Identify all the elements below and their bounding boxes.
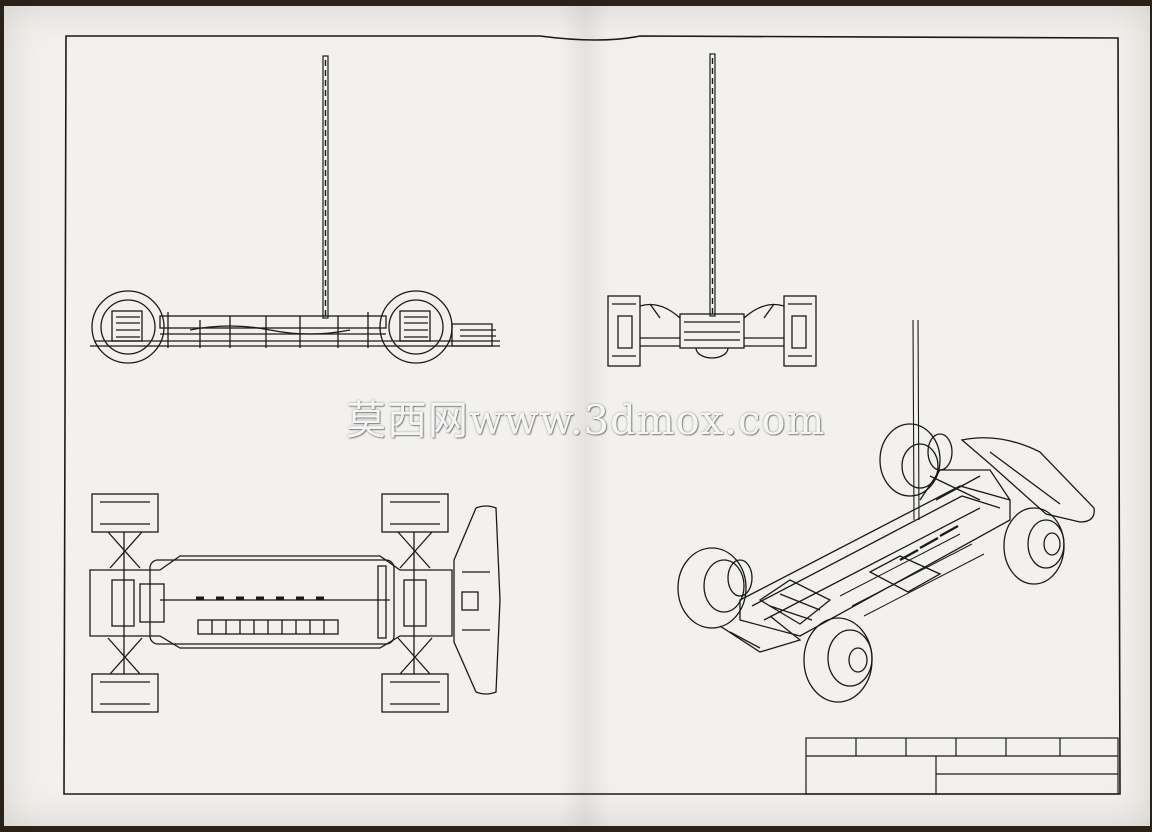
front-left-wheel-top: [381, 493, 449, 533]
rear-left-wheel-iso: [677, 547, 753, 629]
rear-right-wheel-top: [91, 673, 159, 713]
rear-suspension-top: [107, 531, 143, 675]
chassis-top: [89, 555, 453, 649]
antenna: [912, 319, 920, 521]
title-block: [805, 737, 1119, 795]
rear-left-wheel-top: [91, 493, 159, 533]
front-right-wheel-iso: [1003, 507, 1065, 585]
side-view: [90, 55, 500, 364]
antenna: [709, 53, 716, 317]
suspension-front: [639, 303, 785, 359]
watermark: 莫西网www.3dmox.com: [346, 398, 826, 444]
top-view: [89, 493, 501, 713]
front-suspension-top: [397, 531, 433, 675]
left-wheel-front: [607, 295, 641, 367]
isometric-view: [677, 319, 1095, 703]
front-bumper-iso: [960, 437, 1095, 523]
drawing-frame: [63, 35, 1121, 795]
rear-right-wheel-iso: [803, 617, 873, 703]
front-left-wheel-iso: [879, 423, 953, 497]
front-wheel: [379, 290, 453, 364]
chassis-iso: [719, 469, 1011, 653]
right-wheel-front: [783, 295, 817, 367]
front-right-wheel-top: [381, 673, 449, 713]
paper-sheet: [4, 6, 1150, 826]
rear-wheel: [91, 290, 165, 364]
front-view: [607, 53, 817, 367]
chassis-side: [90, 312, 500, 348]
antenna: [322, 55, 329, 319]
front-bumper: [453, 505, 501, 695]
